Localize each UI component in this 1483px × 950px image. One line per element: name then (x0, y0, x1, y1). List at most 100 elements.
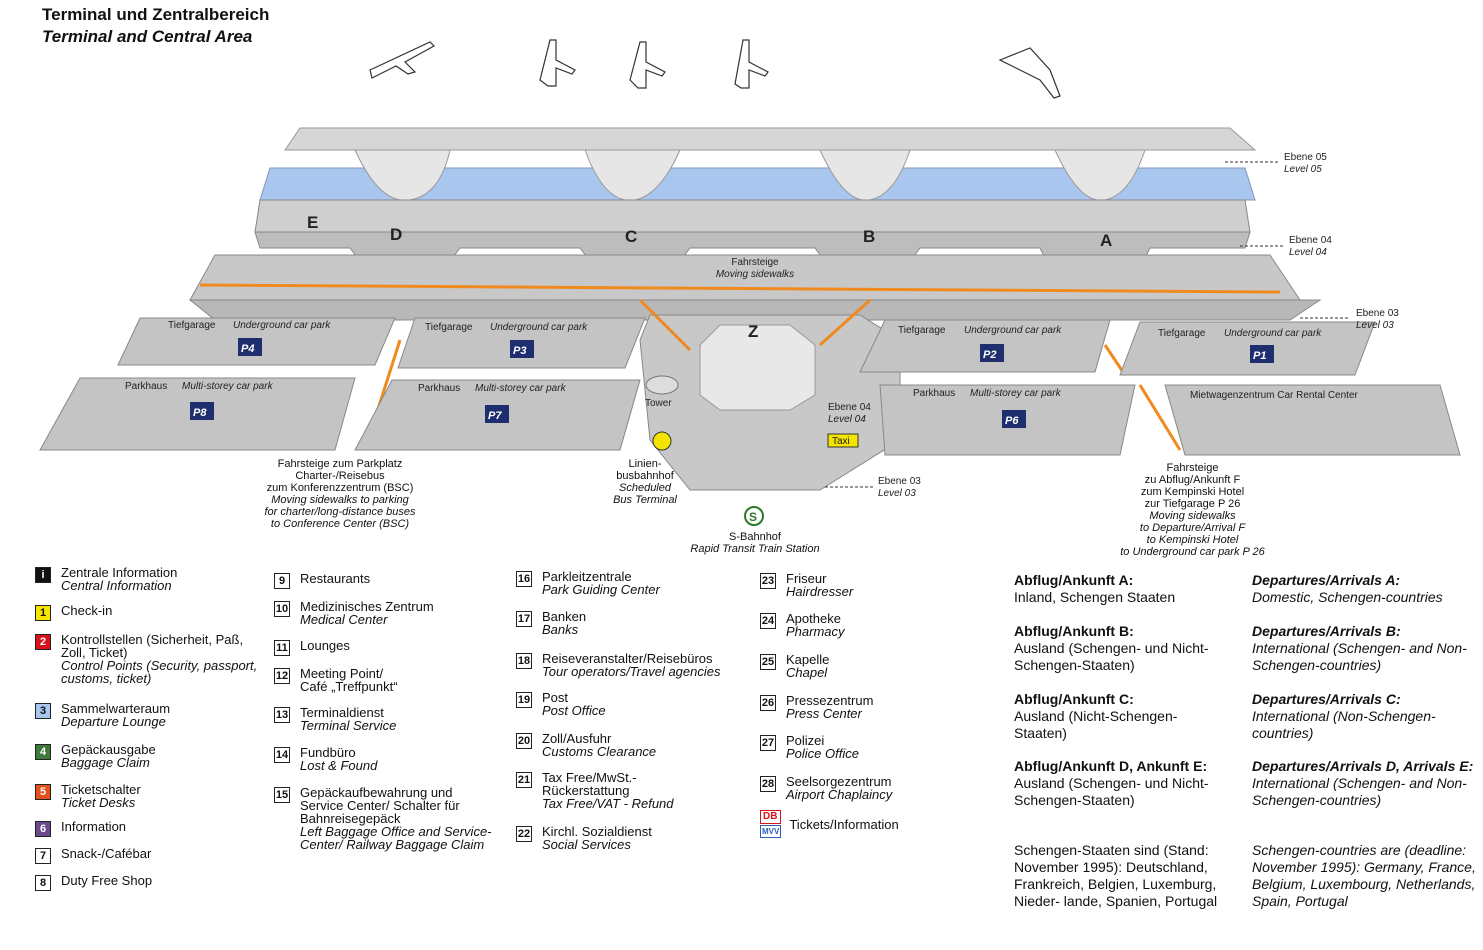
ann-k-en3: to Kempinski Hotel (1146, 534, 1239, 546)
map-title: Terminal und Zentralbereich Terminal and… (42, 4, 269, 48)
tiefgarage-label: Tiefgarage (1158, 328, 1206, 339)
legend-en: Ticket Desks (61, 795, 136, 810)
dep-heading: Departures/Arrivals D, Arrivals E: (1252, 758, 1474, 774)
level-04b-en: Level 04 (828, 414, 866, 425)
dep-en-d: Departures/Arrivals D, Arrivals E:Intern… (1252, 758, 1477, 809)
db-icon: DB (760, 810, 782, 824)
legend-de: Parkleitzentrale (542, 569, 632, 584)
legend-de: Pressezentrum (786, 693, 874, 708)
legend-de: Zentrale Information (61, 565, 178, 580)
dep-en-c: Departures/Arrivals C:International (Non… (1252, 691, 1477, 742)
ann-bsc-de1: Fahrsteige zum Parkplatz (277, 458, 403, 470)
legend-en: Tax Free/VAT - Refund (542, 796, 674, 811)
ann-bus-de2: busbahnhof (616, 470, 674, 482)
tiefgarage-label: Tiefgarage (168, 320, 216, 331)
chapel-icon: 25 (760, 654, 776, 670)
legend-en: Left Baggage Office and Service-Center/ … (300, 824, 492, 852)
lost-found-icon: 14 (274, 747, 290, 763)
ann-bsc-en1: Moving sidewalks to parking (271, 494, 409, 506)
dep-en-schengen: Schengen-countries are (deadline: Novemb… (1252, 842, 1477, 910)
meeting-point-icon: 12 (274, 668, 290, 684)
ann-k-de1: Fahrsteige (1166, 462, 1219, 474)
level-03b-en: Level 03 (878, 488, 916, 499)
area-label-z: Z (748, 322, 758, 341)
area-label-a: A (1100, 231, 1112, 250)
mvv-icon: MVV (760, 825, 782, 838)
tower-icon (645, 375, 679, 395)
legend-en: Pharmacy (786, 624, 845, 639)
level-04-en: Level 04 (1289, 247, 1327, 258)
dep-heading: Departures/Arrivals C: (1252, 691, 1401, 707)
post-office-icon: 19 (516, 692, 532, 708)
legend-item-11: 11 Lounges (274, 639, 350, 656)
legend-item-snack: 7 Snack-/Cafébar (35, 847, 151, 864)
ann-bus-de1: Linien- (628, 458, 662, 470)
ann-k-en4: to Underground car park P 26 (1120, 546, 1265, 558)
legend-item-checkin: 1 Check-in (35, 604, 112, 621)
tiefgarage-label: Tiefgarage (898, 325, 946, 336)
level-05-en: Level 05 (1284, 164, 1322, 175)
dep-text: International (Schengen- and Non-Schenge… (1252, 775, 1467, 808)
legend-en: Lost & Found (300, 758, 378, 773)
legend-en: Park Guiding Center (542, 582, 660, 597)
chaplaincy-icon: 28 (760, 776, 776, 792)
dep-text: Ausland (Schengen- und Nicht-Schengen-St… (1014, 640, 1209, 673)
police-icon: 27 (760, 735, 776, 751)
dep-text: International (Non-Schengen- countries) (1252, 708, 1436, 741)
legend-de: Post (542, 690, 569, 705)
ann-bus-en2: Bus Terminal (613, 494, 677, 506)
left-baggage-icon: 15 (274, 787, 290, 803)
hairdresser-icon: 23 (760, 573, 776, 589)
legend-item-control: 2 Kontrollstellen (Sicherheit, Paß, Zoll… (35, 633, 265, 685)
ann-k-de4: zur Tiefgarage P 26 (1144, 498, 1241, 510)
legend-de: Lounges (300, 638, 350, 653)
level-04-deck (254, 199, 1251, 233)
annotation-kempinski: Fahrsteige zu Abflug/Ankunft F zum Kempi… (1100, 462, 1285, 558)
dep-text: Ausland (Schengen- und Nicht-Schengen-St… (1014, 775, 1209, 808)
legend-de: Medizinisches Zentrum (300, 599, 434, 614)
p2-text: P2 (983, 349, 996, 361)
plane-icon (369, 41, 435, 79)
legend-en: Tour operators/Travel agencies (542, 664, 721, 679)
legend-en: Central Information (61, 578, 172, 593)
legend-en: Chapel (786, 665, 828, 680)
p8-badge (190, 402, 214, 420)
legend-item-tickets: DB MVV Tickets/Information (760, 810, 899, 838)
p4-text: P4 (241, 343, 254, 355)
ann-k-en1: Moving sidewalks (1149, 510, 1236, 522)
control-point-icon: 2 (35, 634, 51, 650)
legend-de: Reiseveranstalter/Reisebüros (542, 651, 713, 666)
dep-text: International (Schengen- and Non-Schenge… (1252, 640, 1467, 673)
legend-en: Hairdresser (786, 584, 854, 599)
p8-text: P8 (193, 407, 207, 419)
bank-icon: 17 (516, 611, 532, 627)
ann-bsc-de3: zum Konferenzzentrum (BSC) (266, 482, 414, 494)
car-park-p1 (1119, 321, 1376, 376)
legend-de: Tickets/Information (789, 817, 899, 832)
legend-de: Seelsorgezentrum (786, 774, 892, 789)
dep-heading: Abflug/Ankunft C: (1014, 691, 1134, 707)
dep-heading: Abflug/Ankunft A: (1014, 572, 1134, 588)
p6-badge (1002, 410, 1026, 428)
tax-free-icon: 21 (516, 772, 532, 788)
legend-de: Kontrollstellen (Sicherheit, Paß, Zoll, … (61, 632, 244, 660)
plane-icon (629, 41, 666, 89)
taxi-sign (827, 433, 859, 448)
level-03-de: Ebene 03 (1356, 308, 1399, 319)
title-de: Terminal und Zentralbereich (42, 5, 270, 24)
multistorey-label: Multi-storey car park (970, 388, 1062, 399)
lounges-icon: 11 (274, 640, 290, 656)
travel-agency-icon: 18 (516, 653, 532, 669)
p4-badge (238, 338, 262, 356)
underground-label: Underground car park (233, 320, 331, 331)
legend-en: Banks (542, 622, 579, 637)
ann-bus-en1: Scheduled (619, 482, 671, 494)
